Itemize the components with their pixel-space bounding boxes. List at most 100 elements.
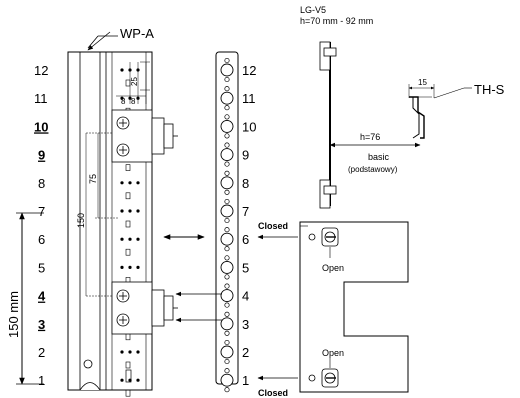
rail-hole-large [220, 373, 234, 387]
rail-dot [136, 265, 140, 269]
bracket-height-label: h=70 mm - 92 mm [300, 16, 373, 26]
bracket-bottom [111, 281, 178, 335]
rail-hole-small [224, 227, 230, 233]
th-height-label: h=76 [360, 132, 380, 142]
rail-hole-small [224, 76, 230, 83]
rail-dot [120, 181, 124, 185]
rail-slot [125, 333, 131, 341]
rail-dot [120, 378, 124, 382]
right-position-number: 9 [242, 148, 249, 163]
rail-slot [125, 192, 131, 200]
dim-75-label: 75 [88, 174, 98, 184]
rail-hole-small [224, 142, 230, 148]
rail-dot [128, 350, 132, 354]
left-position-number: 6 [38, 232, 45, 247]
rail-hole-large [220, 148, 234, 162]
open-bottom-label: Open [322, 348, 344, 358]
rail-hole-large [220, 289, 234, 303]
right-position-number: 12 [242, 63, 256, 78]
rail-hole-large [220, 232, 234, 246]
left-position-number: 1 [38, 373, 45, 388]
rail-hole-small [224, 283, 230, 289]
rail-hole-small [224, 170, 230, 176]
rail-hole-small [224, 189, 230, 195]
right-position-number: 11 [242, 91, 256, 106]
right-position-number: 10 [242, 119, 256, 134]
rail-hole-small [224, 302, 230, 308]
rail-hole-small [224, 246, 230, 252]
rail-hole-small [224, 86, 230, 92]
dim-8b-label: 8 [131, 97, 136, 106]
closed-top-label: Closed [258, 221, 288, 231]
right-position-number: 4 [242, 289, 249, 304]
rail-dot [136, 209, 140, 213]
rail-slot [125, 164, 131, 171]
dim-150-label: 150 [76, 213, 86, 228]
left-position-number: 10 [34, 119, 48, 134]
left-position-number: 4 [38, 289, 46, 304]
rail-dot [136, 181, 140, 185]
right-position-number: 7 [242, 204, 249, 219]
bracket-name-label: LG-V5 [300, 5, 326, 15]
rail-dot [128, 209, 132, 213]
rail-slot [125, 389, 131, 397]
rail-hole-small [224, 339, 230, 346]
rail-hole-small [224, 161, 230, 167]
rail-hole-large [220, 119, 234, 133]
right-position-number: 3 [242, 317, 249, 332]
rail-dot [128, 237, 132, 241]
rail-hole-large [220, 260, 234, 274]
rail-dot [128, 265, 132, 269]
th-type-pl-label: (podstawowy) [348, 165, 398, 174]
rail-dot [136, 378, 140, 382]
th-type-label: basic [368, 152, 390, 162]
rail-hole-small [224, 358, 230, 365]
rail-dot [128, 181, 132, 185]
hole-pitch-dims [116, 61, 150, 104]
rail-wp-a [67, 51, 153, 397]
th-name-label: TH-S [474, 82, 505, 97]
left-position-number: 12 [34, 63, 48, 78]
rail-hole-small [224, 368, 230, 374]
rail-name-label: WP-A [120, 26, 154, 41]
bracket-top [111, 109, 178, 163]
left-position-number: 5 [38, 260, 45, 275]
left-position-number: 8 [38, 176, 45, 191]
dim-25-label: 25 [130, 77, 139, 86]
th-rail-profile [408, 84, 472, 139]
right-position-number: 2 [242, 345, 249, 360]
right-position-number: 8 [242, 176, 249, 191]
bracket-side-view [319, 41, 421, 209]
rail-hole-large [220, 63, 234, 77]
rail-dot [120, 237, 124, 241]
rail-hole-small [224, 217, 230, 224]
rail-dot [120, 68, 124, 72]
rail-middle [215, 51, 239, 393]
rail-dot [120, 350, 124, 354]
left-position-number: 9 [38, 148, 45, 163]
span-150mm-label: 150 mm [6, 291, 21, 338]
left-position-number: 3 [38, 317, 45, 332]
rail-slot [125, 361, 131, 369]
right-position-number: 1 [242, 373, 249, 388]
rail-hole-large [220, 317, 234, 331]
rail-dot [136, 350, 140, 354]
rail-hole-small [224, 311, 230, 317]
left-position-number: 2 [38, 345, 45, 360]
rail-dot [136, 237, 140, 241]
dim-8a-label: 8 [121, 97, 126, 106]
rail-hole-large [220, 204, 234, 218]
th-width-label: 15 [418, 78, 427, 87]
closed-bottom-label: Closed [258, 388, 288, 398]
right-position-number: 6 [242, 232, 249, 247]
rail-hole-small [224, 198, 230, 205]
rail-hole-small [224, 330, 230, 336]
rail-dot [128, 378, 132, 382]
rail-slot [125, 248, 131, 256]
rail-hole-large [220, 91, 234, 105]
rail-hole-small [224, 255, 230, 261]
